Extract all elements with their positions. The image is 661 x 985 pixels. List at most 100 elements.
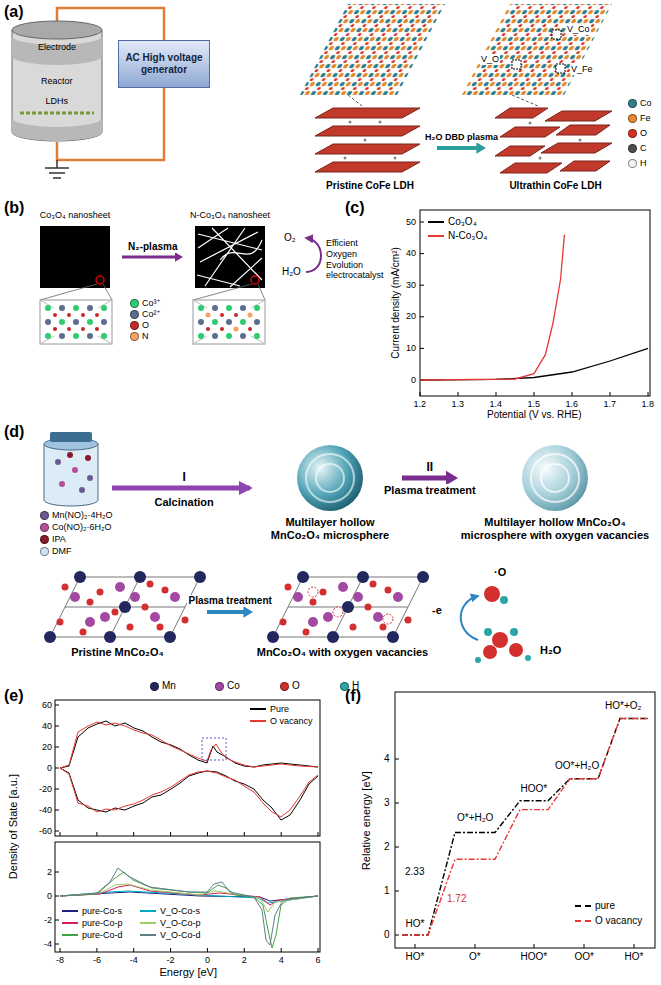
legend-text: IPA [52,534,66,545]
node-text: Pristine CoFe LDH [305,180,435,192]
panel-letter: (e) [4,686,24,705]
figure-label: II [427,460,434,474]
figure-label: Relative energy [eV] [359,771,372,870]
figure-label: H₂O [282,266,301,278]
legend-swatch [130,299,139,308]
figure-label: 2 [242,955,247,966]
figure-label: OO* [575,951,594,963]
figure-label: 0 [205,955,210,966]
figure-label: 0 [47,763,52,774]
node-text: Multilayer hollow MnCo₂O₄ microsphere wi… [460,516,650,542]
legend-text: Fe [640,113,651,124]
arrow-label: Plasma treatment [187,595,274,607]
figure-label: 4 [279,955,284,966]
figure-label: 40 [406,248,416,259]
figure-label: O₂ [284,232,296,244]
legend-text: H [640,158,647,169]
figure-part-box: AC High voltage generator [118,40,210,88]
legend-swatch [628,129,637,138]
figure-label: -4 [130,955,138,966]
figure-label: 2 [384,841,390,853]
figure-label: 4 [384,753,390,765]
legend-text: Co(NO)₂·6H₂O [52,522,112,533]
figure-label: LDHs [46,96,69,107]
legend-line-sample [62,910,78,912]
figure-label: Energy [eV] [160,966,217,979]
legend-text: N-Co₃O₄ [448,230,487,242]
node-text: N-Co₃O₄ nanosheet [185,210,275,221]
legend-swatch [40,535,49,544]
legend-text: N [142,331,149,342]
arrow-label: Plasma treatment [382,484,478,497]
legend-text: pure [595,900,615,912]
figure-label: 30 [406,280,416,291]
figure-label: 3 [384,797,390,809]
legend-line-sample [575,920,591,922]
legend-text: Co²⁺ [142,309,160,320]
legend-swatch [40,511,49,520]
figure-label: O*+H₂O [457,812,493,824]
legend-text: pure-Co-s [82,906,122,917]
legend-swatch [40,523,49,532]
panel-letter: (d) [4,422,24,441]
figure-label: Potential (V vs. RHE) [487,409,581,421]
panel-letter: (a) [4,2,24,21]
legend-text: Mn [162,680,176,692]
arrow-shaft [122,256,177,259]
figure-label: Electrode [38,42,76,53]
legend-text: Mn(NO)₂·4H₂O [52,510,113,521]
figure-part-box: Pristine MnCo₂O₄ [30,568,205,659]
node-text: AC High voltage generator [123,52,205,76]
figure-label: 60 [42,700,52,711]
legend-swatch [628,144,637,153]
figure-part-box: Pristine CoFe LDH [305,100,435,192]
process-arrow [207,606,253,618]
legend-text: O vacancy [595,915,642,927]
figure-label: V_O [480,54,500,65]
legend-line-sample [140,922,156,924]
figure-label: -e [432,604,442,617]
node-text: MnCo₂O₄ with oxygen vacancies [255,646,430,659]
figure-label: 1.2 [414,399,427,410]
legend-text: H [352,680,359,692]
figure-label: Efficient Oxygen Evolution electrocataly… [326,238,384,281]
figure-label: 10 [406,343,416,354]
figure-label: -8 [56,955,64,966]
node-text: Pristine MnCo₂O₄ [30,646,205,659]
figure-label: -40 [39,805,52,816]
legend-swatch [130,321,139,330]
legend-swatch [130,310,139,319]
figure-part-box: Co₃O₄ nanosheet [30,210,120,289]
figure-label: 0 [47,891,52,902]
legend-swatch [628,159,637,168]
figure-label: ·O [494,566,506,579]
legend-text: C [640,143,647,154]
figure-label: HO* [406,918,425,930]
figure-label: HOO* [521,951,548,963]
figure-label: 1.4 [490,399,503,410]
legend-text: V_O-Co-s [160,906,200,917]
figure-label: Calcination [155,496,214,509]
figure-label: HOO* [521,783,548,795]
legend-line-sample [428,221,444,223]
figure-label: H₂O [540,644,561,657]
figure-label: 20 [406,311,416,322]
arrow-head [175,252,183,262]
legend-swatch [150,682,159,691]
process-arrow [122,252,183,262]
arrow-shaft [207,610,245,614]
legend-text: pure-Co-d [82,930,123,941]
node-text: Multilayer hollow MnCo₂O₄ microsphere [260,516,400,542]
arrow-label: N₂-plasma [126,241,179,253]
legend-line-sample [140,910,156,912]
figure-label: HO* [406,951,425,963]
figure-label: -4 [44,939,52,950]
legend-line-sample [575,905,591,907]
figure-label: Density of State [a.u.] [6,774,19,879]
figure-label: 1 [384,885,390,897]
figure-label: Reactor [41,76,73,87]
process-arrow [437,142,486,154]
legend-text: O vacancy [270,716,313,727]
